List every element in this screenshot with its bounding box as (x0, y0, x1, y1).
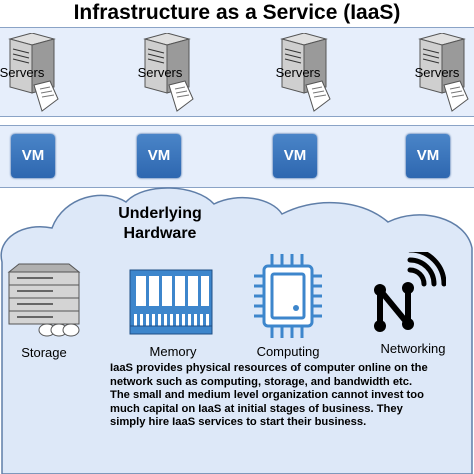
description-line: The small and medium level organization … (110, 389, 424, 402)
diagram-title: Infrastructure as a Service (IaaS) (73, 1, 401, 24)
network-icon (374, 252, 446, 332)
description-line: network such as computing, storage, and … (110, 375, 413, 388)
vm-box: VM (406, 134, 450, 178)
server-icon (280, 33, 331, 112)
description-line: IaaS provides physical resources of comp… (110, 362, 428, 374)
hardware-label-networking: Networking (380, 341, 446, 356)
hardware-label-storage: Storage (21, 345, 67, 360)
server-label: Servers (275, 65, 321, 80)
cpu-icon (254, 254, 322, 338)
hardware-label-computing: Computing (256, 344, 320, 359)
hardware-title-line: Hardware (123, 225, 197, 242)
server-icon (418, 33, 469, 112)
iaas-description: IaaS provides physical resources of comp… (110, 362, 460, 430)
description-line: much capital on IaaS at initial stages o… (110, 402, 403, 415)
hardware-label-memory: Memory (149, 344, 197, 359)
vm-box: VM (11, 134, 55, 178)
description-line: simply hire IaaS services to start their… (110, 416, 367, 429)
vm-box: VM (273, 134, 317, 178)
storage-icon (7, 263, 81, 337)
vm-box: VM (137, 134, 181, 178)
server-label: Servers (0, 65, 45, 80)
vm-layer (0, 125, 474, 188)
server-icon (8, 33, 59, 112)
server-label: Servers (414, 65, 460, 80)
memory-icon (129, 269, 213, 335)
hardware-title-line: Underlying (118, 205, 202, 222)
servers-layer (0, 27, 474, 117)
hardware-title: Underlying Hardware (100, 204, 220, 244)
server-icon (143, 33, 194, 112)
server-label: Servers (137, 65, 183, 80)
